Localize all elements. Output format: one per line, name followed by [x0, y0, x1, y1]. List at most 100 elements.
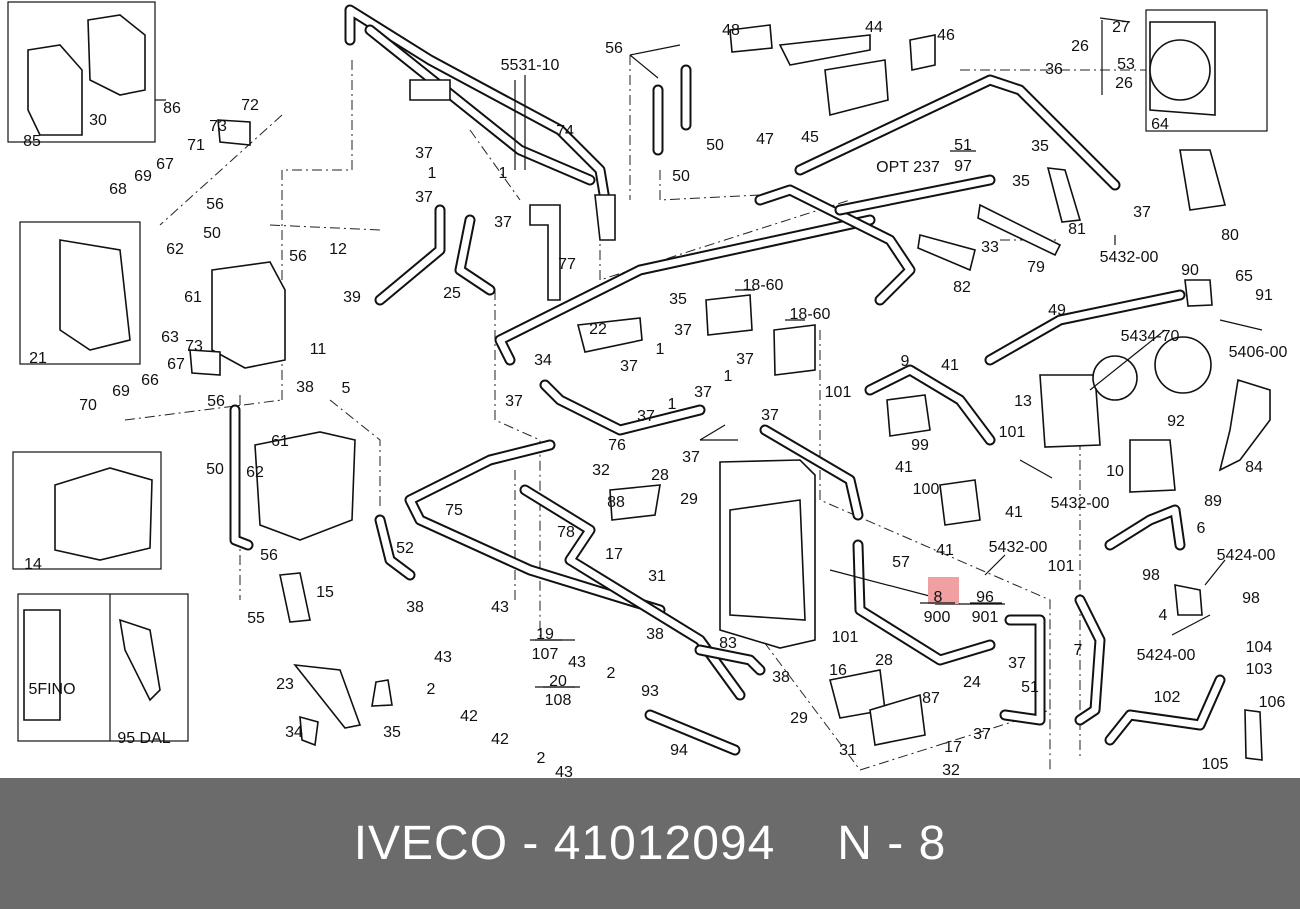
callout-label: 35: [1012, 173, 1030, 190]
callout-label: 93: [641, 683, 659, 700]
callout-label: 43: [491, 599, 509, 616]
callout-label: 67: [156, 156, 174, 173]
callout-label: 106: [1259, 694, 1286, 711]
callout-label: 37: [674, 322, 692, 339]
callout-label: 41: [936, 542, 954, 559]
callout-label: 90: [1181, 262, 1199, 279]
callout-label: 84: [1245, 459, 1263, 476]
callout-label: 51: [954, 137, 972, 154]
callout-label: 26: [1071, 38, 1089, 55]
callout-label: 52: [396, 540, 414, 557]
callout-label: 32: [592, 462, 610, 479]
callout-label: 65: [1235, 268, 1253, 285]
callout-label: 1: [656, 341, 665, 358]
callout-label: 2: [607, 665, 616, 682]
callout-label: 99: [911, 437, 929, 454]
callout-label: 50: [203, 225, 221, 242]
callout-label: 17: [944, 739, 962, 756]
callout-label: 9: [901, 353, 910, 370]
callout-label: 108: [545, 692, 572, 709]
callout-label: 25: [443, 285, 461, 302]
callout-label: 77: [558, 256, 576, 273]
callout-label: 1: [724, 368, 733, 385]
callout-label: 43: [568, 654, 586, 671]
callout-label: 79: [1027, 259, 1045, 276]
callout-label: 14: [24, 556, 42, 573]
callout-label: 69: [112, 383, 130, 400]
callout-label: 36: [1045, 61, 1063, 78]
callout-label: 7: [1074, 642, 1083, 659]
callout-label: 22: [589, 321, 607, 338]
callout-label: 35: [1031, 138, 1049, 155]
callout-label: 41: [941, 357, 959, 374]
callout-label: 37: [682, 449, 700, 466]
callout-label: 31: [648, 568, 666, 585]
callout-label: 67: [167, 356, 185, 373]
callout-label: 5FINO: [28, 681, 75, 698]
callout-label: 62: [246, 464, 264, 481]
callout-label: 43: [555, 764, 573, 778]
callout-label: 98: [1142, 567, 1160, 584]
callout-label: 56: [206, 196, 224, 213]
callout-label: 38: [406, 599, 424, 616]
callout-label: 34: [534, 352, 552, 369]
callout-label: 89: [1204, 493, 1222, 510]
callout-label: 15: [316, 584, 334, 601]
callout-label: 49: [1048, 302, 1066, 319]
callout-label: 11: [310, 341, 327, 358]
callout-label: 101: [1048, 558, 1075, 575]
callout-label: 13: [1014, 393, 1032, 410]
highlighted-callout: 8: [934, 589, 943, 606]
callout-label: 61: [271, 433, 289, 450]
callout-label: 69: [134, 168, 152, 185]
callout-label: 27: [1112, 19, 1130, 36]
callout-label: 53: [1117, 56, 1135, 73]
parts: [23, 14, 1271, 761]
callout-label: 37: [637, 408, 655, 425]
footer-bar: IVECO - 41012094 N - 8: [0, 778, 1300, 909]
callout-label: 28: [651, 467, 669, 484]
callout-label: 39: [343, 289, 361, 306]
callout-label: 900: [924, 609, 951, 626]
callout-label: 37: [1133, 204, 1151, 221]
callout-label: 101: [832, 629, 859, 646]
callout-label: 62: [166, 241, 184, 258]
callout-label: 5424-00: [1217, 547, 1276, 564]
callout-label: 37: [415, 189, 433, 206]
callout-label: 30: [89, 112, 107, 129]
callout-label: 95 DAL: [117, 730, 170, 747]
callout-label: 37: [505, 393, 523, 410]
callout-label: 73: [185, 338, 203, 355]
callout-label: 55: [247, 610, 265, 627]
callout-label: 73: [209, 118, 227, 135]
callout-label: 1: [668, 396, 677, 413]
callout-label: 51: [1021, 679, 1039, 696]
callout-label: 88: [607, 494, 625, 511]
callout-label: 1: [428, 165, 437, 182]
callout-label: 96: [976, 589, 994, 606]
callout-label: 33: [981, 239, 999, 256]
callout-label: 34: [285, 724, 303, 741]
callout-label: 101: [825, 384, 852, 401]
callout-label: 37: [1008, 655, 1026, 672]
callout-label: 78: [557, 524, 575, 541]
callout-label: 50: [672, 168, 690, 185]
callout-label: 23: [276, 676, 294, 693]
callout-label: 48: [722, 22, 740, 39]
callout-label: 75: [445, 502, 463, 519]
callout-label: 42: [491, 731, 509, 748]
callout-label: 37: [973, 726, 991, 743]
callout-label: 85: [23, 133, 41, 150]
callout-label: 5531-10: [501, 57, 560, 74]
callout-label: 5: [342, 380, 351, 397]
callout-label: 29: [790, 710, 808, 727]
callout-label: 74: [556, 123, 574, 140]
callout-label: 24: [963, 674, 981, 691]
callout-label: 42: [460, 708, 478, 725]
callout-label: 38: [296, 379, 314, 396]
callout-label: 61: [184, 289, 202, 306]
callout-label: 12: [329, 241, 347, 258]
callout-label: 37: [494, 214, 512, 231]
